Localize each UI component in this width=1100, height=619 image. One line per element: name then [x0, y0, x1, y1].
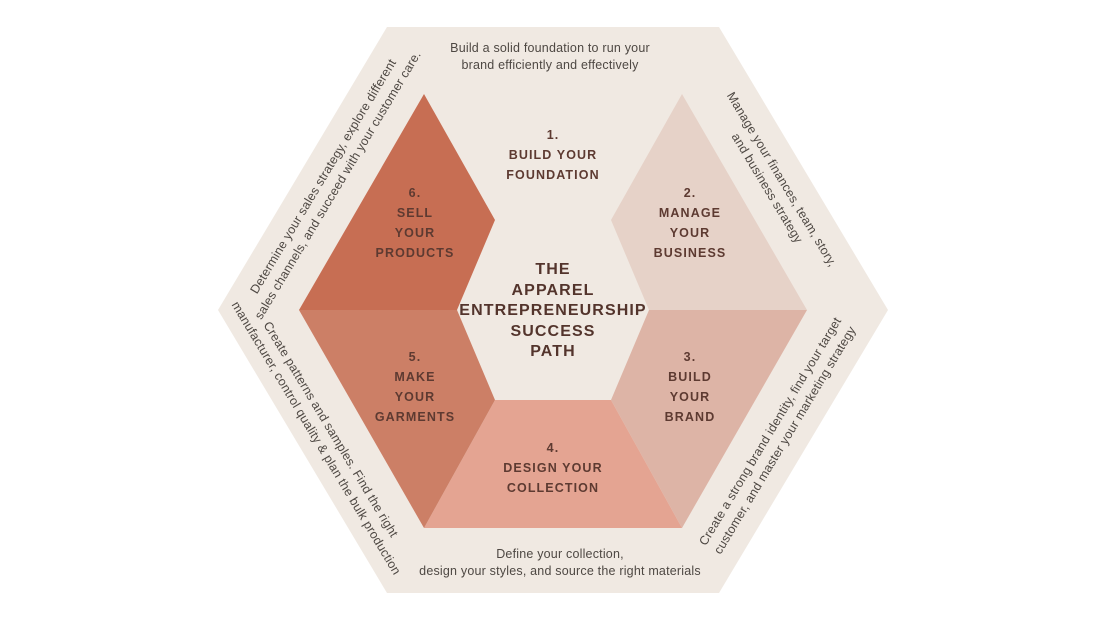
section-5-text-line: GARMENTS	[374, 410, 456, 424]
section-3-text-line: BRAND	[664, 410, 716, 424]
section-1-text-line: BUILD YOUR	[508, 148, 598, 162]
edge-note-line: brand efficiently and effectively	[461, 58, 639, 72]
section-6-text-line: YOUR	[394, 226, 436, 240]
section-1-text-line: FOUNDATION	[506, 168, 600, 182]
section-5-number: 5.	[408, 350, 422, 364]
section-4-text-line: COLLECTION	[506, 481, 600, 495]
section-2-shape	[611, 94, 807, 310]
center-title-line: ENTREPRENEURSHIP	[459, 301, 647, 319]
section-3-text-line: YOUR	[669, 390, 711, 404]
center-title: THE APPAREL ENTREPRENEURSHIP SUCCESS PAT…	[459, 260, 646, 363]
section-5-shape	[299, 310, 495, 528]
center-title-line: THE	[535, 260, 571, 278]
section-3-label: 3. BUILD YOUR BRAND	[665, 347, 716, 427]
section-6-label: 6. SELL YOUR PRODUCTS	[376, 183, 455, 263]
section-6-shape	[299, 94, 495, 310]
section-2-text-line: YOUR	[669, 226, 711, 240]
section-2-text-line: BUSINESS	[653, 246, 727, 260]
section-1-shape	[424, 94, 682, 220]
edge-note-top: Build a solid foundation to run your bra…	[450, 40, 650, 74]
section-3-text-line: BUILD	[668, 370, 712, 384]
edge-note-line: Define your collection,	[496, 547, 624, 561]
section-4-number: 4.	[546, 441, 560, 455]
section-5-text-line: YOUR	[394, 390, 436, 404]
section-5-text-line: MAKE	[394, 370, 436, 384]
center-title-line: APPAREL	[511, 281, 595, 299]
section-6-text-line: PRODUCTS	[375, 246, 455, 260]
section-5-label: 5. MAKE YOUR GARMENTS	[375, 347, 455, 427]
section-4-shape	[424, 400, 682, 528]
section-6-text-line: SELL	[396, 206, 434, 220]
edge-note-line: design your styles, and source the right…	[419, 564, 701, 578]
section-6-number: 6.	[408, 186, 422, 200]
center-title-line: PATH	[530, 342, 576, 360]
center-title-line: SUCCESS	[510, 322, 596, 340]
section-3-number: 3.	[683, 350, 697, 364]
section-4-label: 4. DESIGN YOUR COLLECTION	[503, 438, 602, 498]
section-4-text-line: DESIGN YOUR	[503, 461, 603, 475]
section-2-number: 2.	[683, 186, 697, 200]
section-3-shape	[611, 310, 807, 528]
edge-note-line: Build a solid foundation to run your	[450, 41, 650, 55]
section-1-number: 1.	[546, 128, 560, 142]
section-1-label: 1. BUILD YOUR FOUNDATION	[506, 125, 599, 185]
section-2-label: 2. MANAGE YOUR BUSINESS	[654, 183, 727, 263]
section-2-text-line: MANAGE	[658, 206, 722, 220]
edge-note-bottom: Define your collection, design your styl…	[419, 546, 701, 580]
